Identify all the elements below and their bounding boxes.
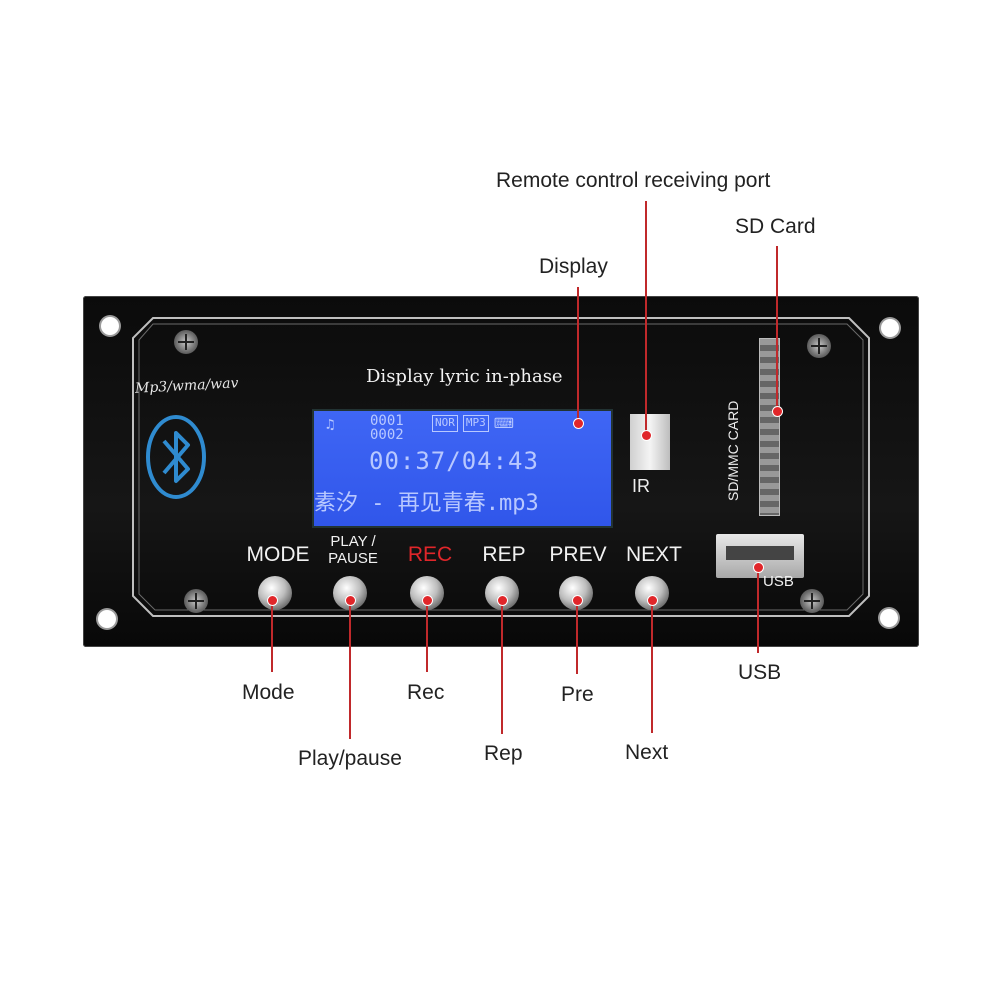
mount-hole-bottom-left: [98, 610, 116, 628]
button-label-play-pause: PLAY / PAUSE: [328, 533, 378, 567]
dot-next: [647, 595, 657, 605]
leader-rec: [426, 600, 428, 672]
callout-mode: Mode: [242, 681, 295, 704]
lcd-counter-line2: 0002: [370, 427, 404, 443]
usb-port-label: USB: [763, 573, 794, 590]
screw-bottom-right-icon: [800, 589, 824, 613]
leader-rep: [501, 600, 503, 734]
mount-hole-bottom-right: [880, 609, 898, 627]
screw-top-left-icon: [174, 330, 198, 354]
leader-usb: [757, 567, 759, 653]
dot-sd-card: [772, 406, 782, 416]
screw-top-right-icon: [807, 334, 831, 358]
mount-hole-top-right: [881, 319, 899, 337]
panel-inner-frame: [132, 317, 870, 617]
callout-display: Display: [539, 255, 608, 278]
leader-mode: [271, 600, 273, 672]
music-note-icon: ♫: [326, 417, 335, 433]
lcd-counter-line1: 0001: [370, 413, 404, 429]
dot-play-pause: [345, 595, 355, 605]
leader-display: [577, 287, 579, 423]
callout-pre: Pre: [561, 683, 594, 706]
dot-usb: [753, 562, 763, 572]
lcd-song-title: 素汐 - 再见青春.mp3: [314, 491, 539, 516]
leader-sd-card: [776, 246, 778, 411]
lcd-format-badge: MP3: [462, 415, 489, 432]
dot-mode: [267, 595, 277, 605]
lyric-title: Display lyric in-phase: [366, 366, 563, 387]
mp3-decoder-panel: Mp3/wma/wav Display lyric in-phase ♫ 000…: [83, 296, 919, 647]
mount-hole-top-left: [101, 317, 119, 335]
lcd-display: ♫ 0001 0002 NOR MP3 ⌨ 00:37/04:43 素汐 - 再…: [312, 409, 613, 528]
callout-rep: Rep: [484, 742, 523, 765]
lcd-time: 00:37/04:43: [369, 447, 539, 475]
bluetooth-icon: [146, 415, 206, 499]
lcd-mode-badge: NOR: [432, 415, 458, 432]
dot-remote-port: [641, 430, 651, 440]
callout-next: Next: [625, 741, 669, 764]
leader-pre: [576, 600, 578, 674]
button-label-next: NEXT: [625, 543, 683, 566]
leader-remote-port: [645, 201, 647, 435]
sd-slot-label: SD/MMC CARD: [725, 400, 741, 501]
dot-pre: [572, 595, 582, 605]
lcd-track-counter: 0001 0002: [370, 414, 404, 442]
callout-sd-card: SD Card: [735, 215, 816, 238]
button-label-prev: PREV: [549, 543, 607, 566]
callout-usb: USB: [738, 661, 782, 684]
lcd-status-icons: ♫: [326, 417, 334, 433]
remote-receiver-port: [630, 414, 670, 470]
button-label-mode: MODE: [246, 543, 310, 566]
dot-rec: [422, 595, 432, 605]
leader-next: [651, 600, 653, 733]
sd-card-slot[interactable]: [759, 338, 780, 516]
mode-button[interactable]: [258, 576, 292, 610]
dot-display: [573, 418, 583, 428]
ir-label: IR: [632, 476, 650, 496]
leader-play-pause: [349, 600, 351, 739]
callout-play-pause: Play/pause: [298, 747, 402, 770]
callout-remote-port: Remote control receiving port: [496, 169, 771, 192]
dot-rep: [497, 595, 507, 605]
lcd-badges: NOR MP3 ⌨: [432, 415, 514, 432]
button-label-rep: REP: [482, 543, 526, 566]
callout-rec: Rec: [407, 681, 445, 704]
usb-stick-icon: ⌨: [493, 415, 514, 431]
button-label-rec: REC: [407, 543, 453, 566]
screw-bottom-left-icon: [184, 589, 208, 613]
